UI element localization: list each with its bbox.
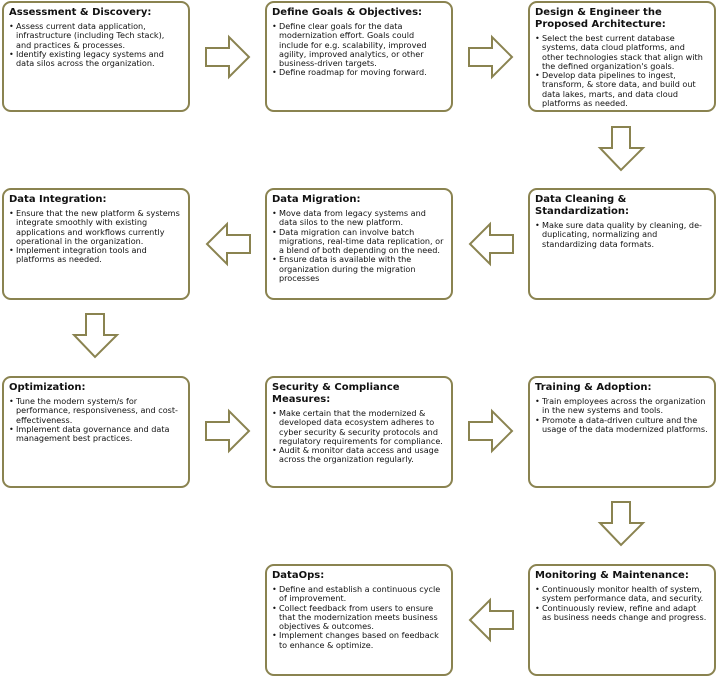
step-bullet: Define clear goals for the data moderniz… [272, 21, 445, 68]
step-bullet: Make certain that the modernized & devel… [272, 408, 445, 446]
step-title: Data Cleaning & Standardization: [535, 194, 630, 217]
step-bullet: Tune the modern system/s for performance… [9, 396, 182, 425]
step-define-goals: Define Goals & Objectives: Define clear g… [265, 1, 453, 112]
step-dataops: DataOps: Define and establish a continuou… [265, 564, 453, 676]
step-bullet-list: Select the best current database systems… [535, 33, 708, 108]
arrow-right-icon [468, 34, 514, 80]
step-bullet: Define roadmap for moving forward. [272, 68, 445, 78]
arrow-right-icon [468, 408, 514, 454]
step-bullet: Select the best current database systems… [535, 33, 708, 71]
step-bullet: Make sure data quality by cleaning, de-d… [535, 220, 708, 249]
step-data-cleaning: Data Cleaning & Standardization: Make sur… [528, 188, 716, 300]
step-bullet: Implement integration tools and platform… [9, 246, 182, 265]
step-title: Optimization: [9, 382, 86, 393]
step-title: Assessment & Discovery: [9, 7, 152, 18]
step-bullet: Continuously review, refine and adapt as… [535, 603, 708, 623]
arrow-down-icon [597, 501, 646, 547]
arrow-right-icon [205, 34, 251, 80]
step-monitoring-maintenance: Monitoring & Maintenance: Continuously mo… [528, 564, 716, 676]
step-title: Training & Adoption: [535, 382, 652, 393]
step-bullet: Define and establish a continuous cycle … [272, 584, 445, 604]
step-assessment-discovery: Assessment & Discovery: Assess current da… [2, 1, 190, 112]
step-data-integration: Data Integration: Ensure that the new pla… [2, 188, 190, 300]
step-title: Monitoring & Maintenance: [535, 570, 689, 581]
step-bullet: Implement changes based on feedback to e… [272, 631, 445, 650]
step-training-adoption: Training & Adoption: Train employees acro… [528, 376, 716, 488]
step-optimization: Optimization: Tune the modern system/s fo… [2, 376, 190, 488]
step-bullet-list: Define and establish a continuous cycle … [272, 584, 445, 650]
arrow-left-icon [468, 221, 514, 267]
step-title: Design & Engineer the Proposed Architect… [535, 7, 666, 30]
step-bullet: Collect feedback from users to ensure th… [272, 603, 445, 632]
step-bullet: Audit & monitor data access and usage ac… [272, 446, 445, 465]
step-bullet: Develop data pipelines to ingest, transf… [535, 71, 708, 108]
step-bullet-list: Tune the modern system/s for performance… [9, 396, 182, 444]
step-bullet-list: Define clear goals for the data moderniz… [272, 21, 445, 78]
step-bullet: Continuously monitor health of system, s… [535, 584, 708, 604]
step-bullet: Promote a data-driven culture and the us… [535, 415, 708, 435]
step-bullet-list: Assess current data application, infrast… [9, 21, 182, 69]
step-bullet: Move data from legacy systems and data s… [272, 208, 445, 228]
step-bullet-list: Train employees across the organization … [535, 396, 708, 435]
step-data-migration: Data Migration: Move data from legacy sys… [265, 188, 453, 300]
step-bullet-list: Make certain that the modernized & devel… [272, 408, 445, 465]
arrow-right-icon [205, 408, 251, 454]
arrow-left-icon [205, 221, 251, 267]
step-bullet-list: Make sure data quality by cleaning, de-d… [535, 220, 708, 249]
step-bullet: Ensure data is available with the organi… [272, 255, 445, 283]
step-bullet-list: Continuously monitor health of system, s… [535, 584, 708, 623]
arrow-down-icon [597, 126, 646, 172]
step-bullet: Implement data governance and data manag… [9, 424, 182, 444]
step-bullet: Identify existing legacy systems and dat… [9, 49, 182, 69]
step-bullet-list: Move data from legacy systems and data s… [272, 208, 445, 283]
step-title: Security & Compliance Measures: [272, 382, 400, 405]
step-bullet: Ensure that the new platform & systems i… [9, 208, 182, 246]
arrow-left-icon [468, 597, 514, 643]
step-bullet: Assess current data application, infrast… [9, 21, 182, 50]
step-bullet: Data migration can involve batch migrati… [272, 227, 445, 256]
step-title: Data Migration: [272, 194, 361, 205]
step-bullet: Train employees across the organization … [535, 396, 708, 416]
step-title: DataOps: [272, 570, 325, 581]
step-design-architecture: Design & Engineer the Proposed Architect… [528, 1, 716, 112]
step-title: Define Goals & Objectives: [272, 7, 423, 18]
arrow-down-icon [71, 313, 120, 359]
step-security-compliance: Security & Compliance Measures: Make cert… [265, 376, 453, 488]
step-bullet-list: Ensure that the new platform & systems i… [9, 208, 182, 265]
step-title: Data Integration: [9, 194, 107, 205]
